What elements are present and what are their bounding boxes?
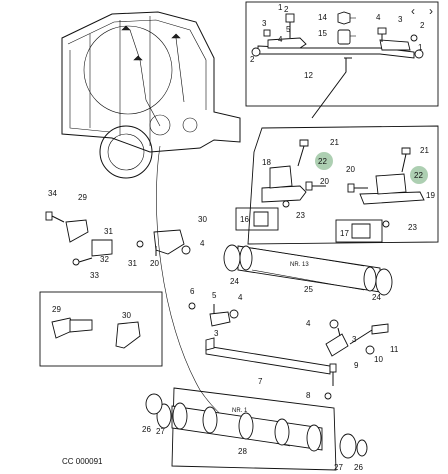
callout-29b: 29 (52, 305, 61, 314)
callout-4b: 4 (376, 13, 381, 22)
callout-33: 33 (90, 271, 99, 280)
roller-label-upper: NR. 13 (290, 262, 309, 268)
roller-label-lower: NR. 1 (232, 408, 248, 414)
flat-bar (205, 337, 331, 375)
small-hardware (188, 302, 389, 400)
callout-21a: 21 (330, 138, 339, 147)
callout-20c: 20 (150, 259, 159, 268)
upper-roller-assembly (223, 244, 393, 296)
callout-27b: 27 (334, 463, 343, 472)
callout-8: 8 (306, 391, 311, 400)
baler-outline (61, 11, 241, 179)
callout-4c: 4 (200, 239, 205, 248)
lower-roller-box (145, 387, 368, 471)
callout-31a: 31 (104, 227, 113, 236)
callout-22b: 22 (414, 171, 423, 180)
callout-27a: 27 (156, 427, 165, 436)
callout-19: 19 (426, 191, 435, 200)
callout-1b: 1 (418, 43, 423, 52)
callout-24a: 24 (230, 277, 239, 286)
callout-6: 6 (190, 287, 195, 296)
callout-16: 16 (240, 215, 249, 224)
callout-23b: 23 (408, 223, 417, 232)
callout-10: 10 (374, 355, 383, 364)
callout-21b: 21 (420, 146, 429, 155)
callout-3d: 3 (352, 335, 357, 344)
callout-28: 28 (238, 447, 247, 456)
detail-box-top (245, 1, 439, 119)
left-brackets (45, 211, 191, 266)
callout-11: 11 (390, 345, 399, 354)
callout-22a: 22 (318, 157, 327, 166)
callout-22-highlight-right (410, 166, 428, 184)
callout-32: 32 (100, 255, 109, 264)
callout-20b: 20 (346, 165, 355, 174)
callout-30b: 30 (122, 311, 131, 320)
callout-24b: 24 (372, 293, 381, 302)
callout-14: 14 (318, 13, 327, 22)
callout-17: 17 (340, 229, 349, 238)
callout-labels: 1 2 3 4 5 2 12 14 15 4 3 2 1 18 21 21 22… (48, 3, 435, 472)
callout-23a: 23 (296, 211, 305, 220)
callout-5: 5 (212, 291, 217, 300)
callout-34: 34 (48, 189, 57, 198)
callout-1: 1 (278, 3, 283, 12)
callout-26b: 26 (354, 463, 363, 472)
callout-15: 15 (318, 29, 327, 38)
callout-5a: 5 (286, 25, 291, 34)
callout-3: 3 (262, 19, 267, 28)
callout-2b: 2 (250, 55, 255, 64)
detail-box-middle (235, 125, 439, 245)
callout-2: 2 (284, 5, 289, 14)
callout-30a: 30 (198, 215, 207, 224)
callout-2c: 2 (420, 21, 425, 30)
callout-4e: 4 (306, 319, 311, 328)
callout-7: 7 (258, 377, 263, 386)
callout-9: 9 (354, 361, 359, 370)
callout-31b: 31 (128, 259, 137, 268)
callout-29a: 29 (78, 193, 87, 202)
callout-18: 18 (262, 158, 271, 167)
callout-4a: 4 (278, 35, 283, 44)
inset-box-bottom-left (39, 291, 163, 367)
callout-12: 12 (304, 71, 313, 80)
callout-20a: 20 (320, 177, 329, 186)
chevron-right-icon[interactable]: › (429, 4, 433, 18)
callout-3c: 3 (214, 329, 219, 338)
figure-caption: CC 000091 (62, 457, 103, 466)
callout-3b: 3 (398, 15, 403, 24)
callout-25: 25 (304, 285, 313, 294)
chevron-left-icon[interactable]: ‹ (411, 4, 415, 18)
callout-4d: 4 (238, 293, 243, 302)
callout-26: 26 (142, 425, 151, 434)
callout-22-highlight-left (315, 152, 333, 170)
